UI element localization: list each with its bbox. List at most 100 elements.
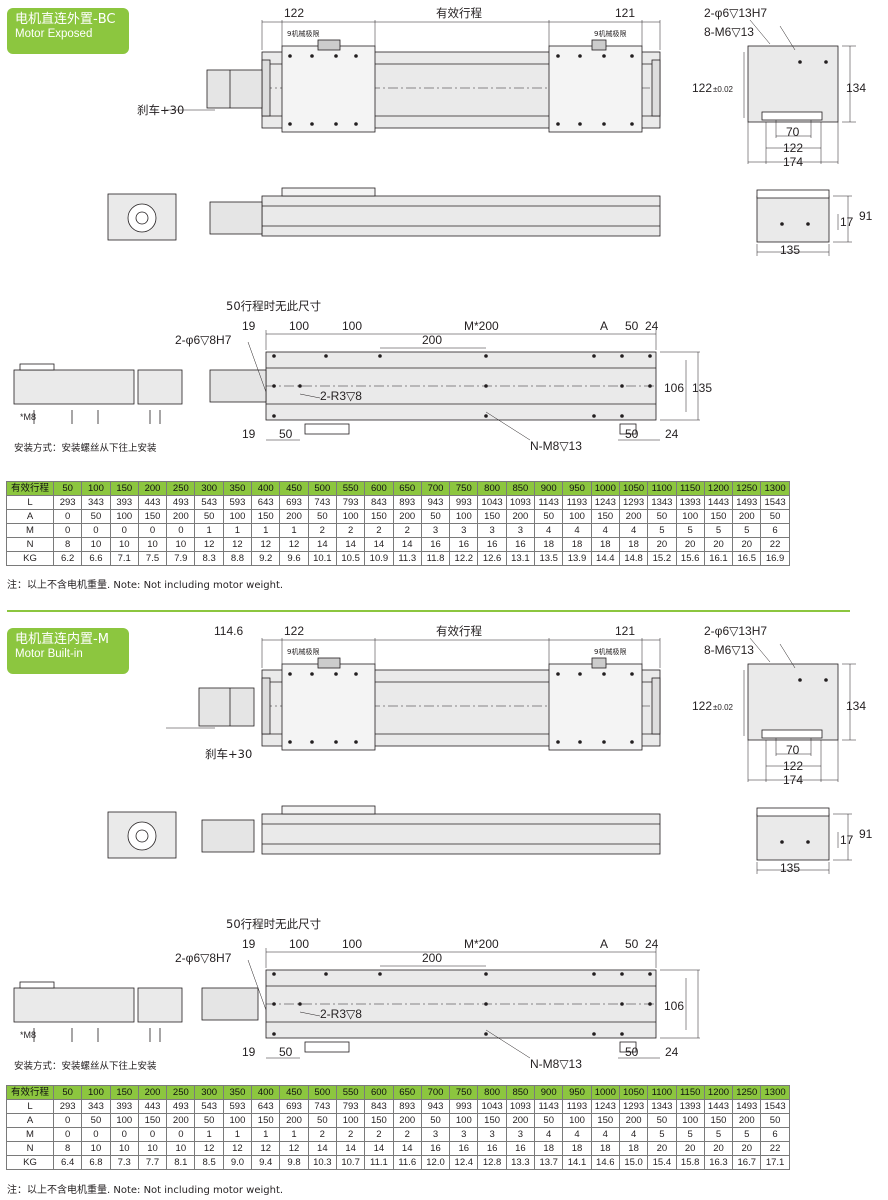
hole-dot (620, 1032, 624, 1036)
spec-stroke-cell: 400 (251, 481, 281, 496)
spec-cell: 2 (307, 523, 337, 538)
b-24b: 24 (665, 427, 679, 441)
spec-cell: 20 (647, 537, 677, 552)
spec-cell: 200 (618, 509, 649, 524)
b-24b: 24 (665, 1045, 679, 1059)
dim-left: 122 (284, 6, 304, 20)
end-tolerance: ±0.02 (713, 703, 734, 712)
b-100b: 100 (342, 319, 362, 333)
b-200: 200 (422, 951, 442, 965)
spec-stroke-cell: 550 (335, 481, 366, 496)
spec-cell: 0 (109, 1127, 139, 1142)
spec-cell: 443 (137, 495, 168, 510)
spec-stroke-cell: 500 (307, 481, 337, 496)
spec-cell: 16 (477, 1141, 507, 1156)
spec-cell: 1243 (590, 495, 620, 510)
spec-cell: 643 (251, 495, 281, 510)
hole-dot (630, 122, 634, 126)
spec-cell: 100 (335, 509, 366, 524)
spec-cell: 200 (279, 509, 309, 524)
spec-cell: 16.9 (760, 551, 790, 566)
spec-cell: 1 (279, 1127, 309, 1142)
dim-stroke: 有效行程 (436, 624, 482, 638)
spec-cell: 10.9 (364, 551, 394, 566)
end-view (743, 637, 856, 782)
hole-dot (630, 672, 634, 676)
spec-cell: 50 (647, 509, 677, 524)
b-50b: 50 (279, 1045, 293, 1059)
spec-cell: 200 (279, 1113, 309, 1128)
hole-dot (354, 672, 358, 676)
spec-cell: 543 (194, 495, 224, 510)
hole-dot (806, 840, 810, 844)
spec-cell: 200 (166, 509, 196, 524)
hole-dot (272, 354, 276, 358)
hole-dot (288, 672, 292, 676)
spec-cell: 10.5 (335, 551, 366, 566)
dim-right: 121 (615, 624, 635, 638)
spec-stroke-cell: 950 (562, 1085, 592, 1100)
spec-cell: 1493 (732, 495, 762, 510)
spec-cell: 14 (364, 537, 394, 552)
hole-dot (310, 54, 314, 58)
spec-cell: 6.4 (52, 1155, 83, 1170)
spec-cell: 16.3 (703, 1155, 734, 1170)
end-holes: 2-φ6▽13H7 (704, 624, 767, 638)
spec-cell: 1393 (675, 495, 705, 510)
spec-cell: 18 (562, 1141, 592, 1156)
spec-stroke-cell: 700 (420, 1085, 451, 1100)
spec-cell: 1 (279, 523, 309, 538)
spec-cell: 693 (279, 495, 309, 510)
hole-dot (602, 740, 606, 744)
hole-dot (592, 414, 596, 418)
b-nm8: N-M8▽13 (530, 1057, 582, 1071)
spec-stroke-cell: 1050 (618, 481, 649, 496)
spec-row-label: A (6, 509, 54, 524)
spec-cell: 15.8 (675, 1155, 705, 1170)
spec-cell: 3 (505, 523, 536, 538)
spec-cell: 743 (307, 1099, 337, 1114)
section-divider (7, 610, 850, 612)
hole-dot (334, 740, 338, 744)
spec-cell: 343 (81, 495, 111, 510)
spec-cell: 1043 (477, 495, 507, 510)
dim-right: 121 (615, 6, 635, 20)
hole-dot (272, 972, 276, 976)
spec-cell: 16.1 (703, 551, 734, 566)
limit-left: 9机械极限 (287, 29, 319, 38)
spec-cell: 8.3 (194, 551, 224, 566)
spec-cell: 17.1 (760, 1155, 790, 1170)
section-motor-exposed: 电机直连外置-BC Motor Exposed (0, 0, 888, 475)
brake-label: 刹车+30 (137, 103, 184, 117)
end-width: 122 (692, 81, 712, 95)
b-a: A (600, 319, 608, 333)
spec-cell: 1 (194, 523, 224, 538)
spec-cell: 1443 (703, 1099, 734, 1114)
brake-label: 刹车+30 (205, 747, 252, 761)
b-m200: M*200 (464, 937, 499, 951)
spec-cell: 2 (307, 1127, 337, 1142)
hole-dot (484, 414, 488, 418)
spec-cell: 4 (534, 1127, 564, 1142)
b-m200: M*200 (464, 319, 499, 333)
hole-dot (620, 1002, 624, 1006)
spec-cell: 12.0 (420, 1155, 451, 1170)
spec-stroke-cell: 800 (477, 1085, 507, 1100)
spec-cell: 20 (647, 1141, 677, 1156)
spec-cell: 10 (137, 1141, 168, 1156)
spec-stroke-cell: 650 (392, 1085, 422, 1100)
hole-dot (324, 972, 328, 976)
side-view (107, 187, 661, 241)
b-19b: 19 (242, 1045, 256, 1059)
spec-cell: 11.8 (420, 551, 451, 566)
spec-cell: 50 (420, 1113, 451, 1128)
spec-stroke-cell: 750 (449, 1085, 479, 1100)
install-m8: *M8 (20, 1030, 36, 1040)
spec-cell: 50 (81, 509, 111, 524)
spec-stroke-cell: 1300 (760, 1085, 790, 1100)
spec-stroke-cell: 900 (534, 481, 564, 496)
